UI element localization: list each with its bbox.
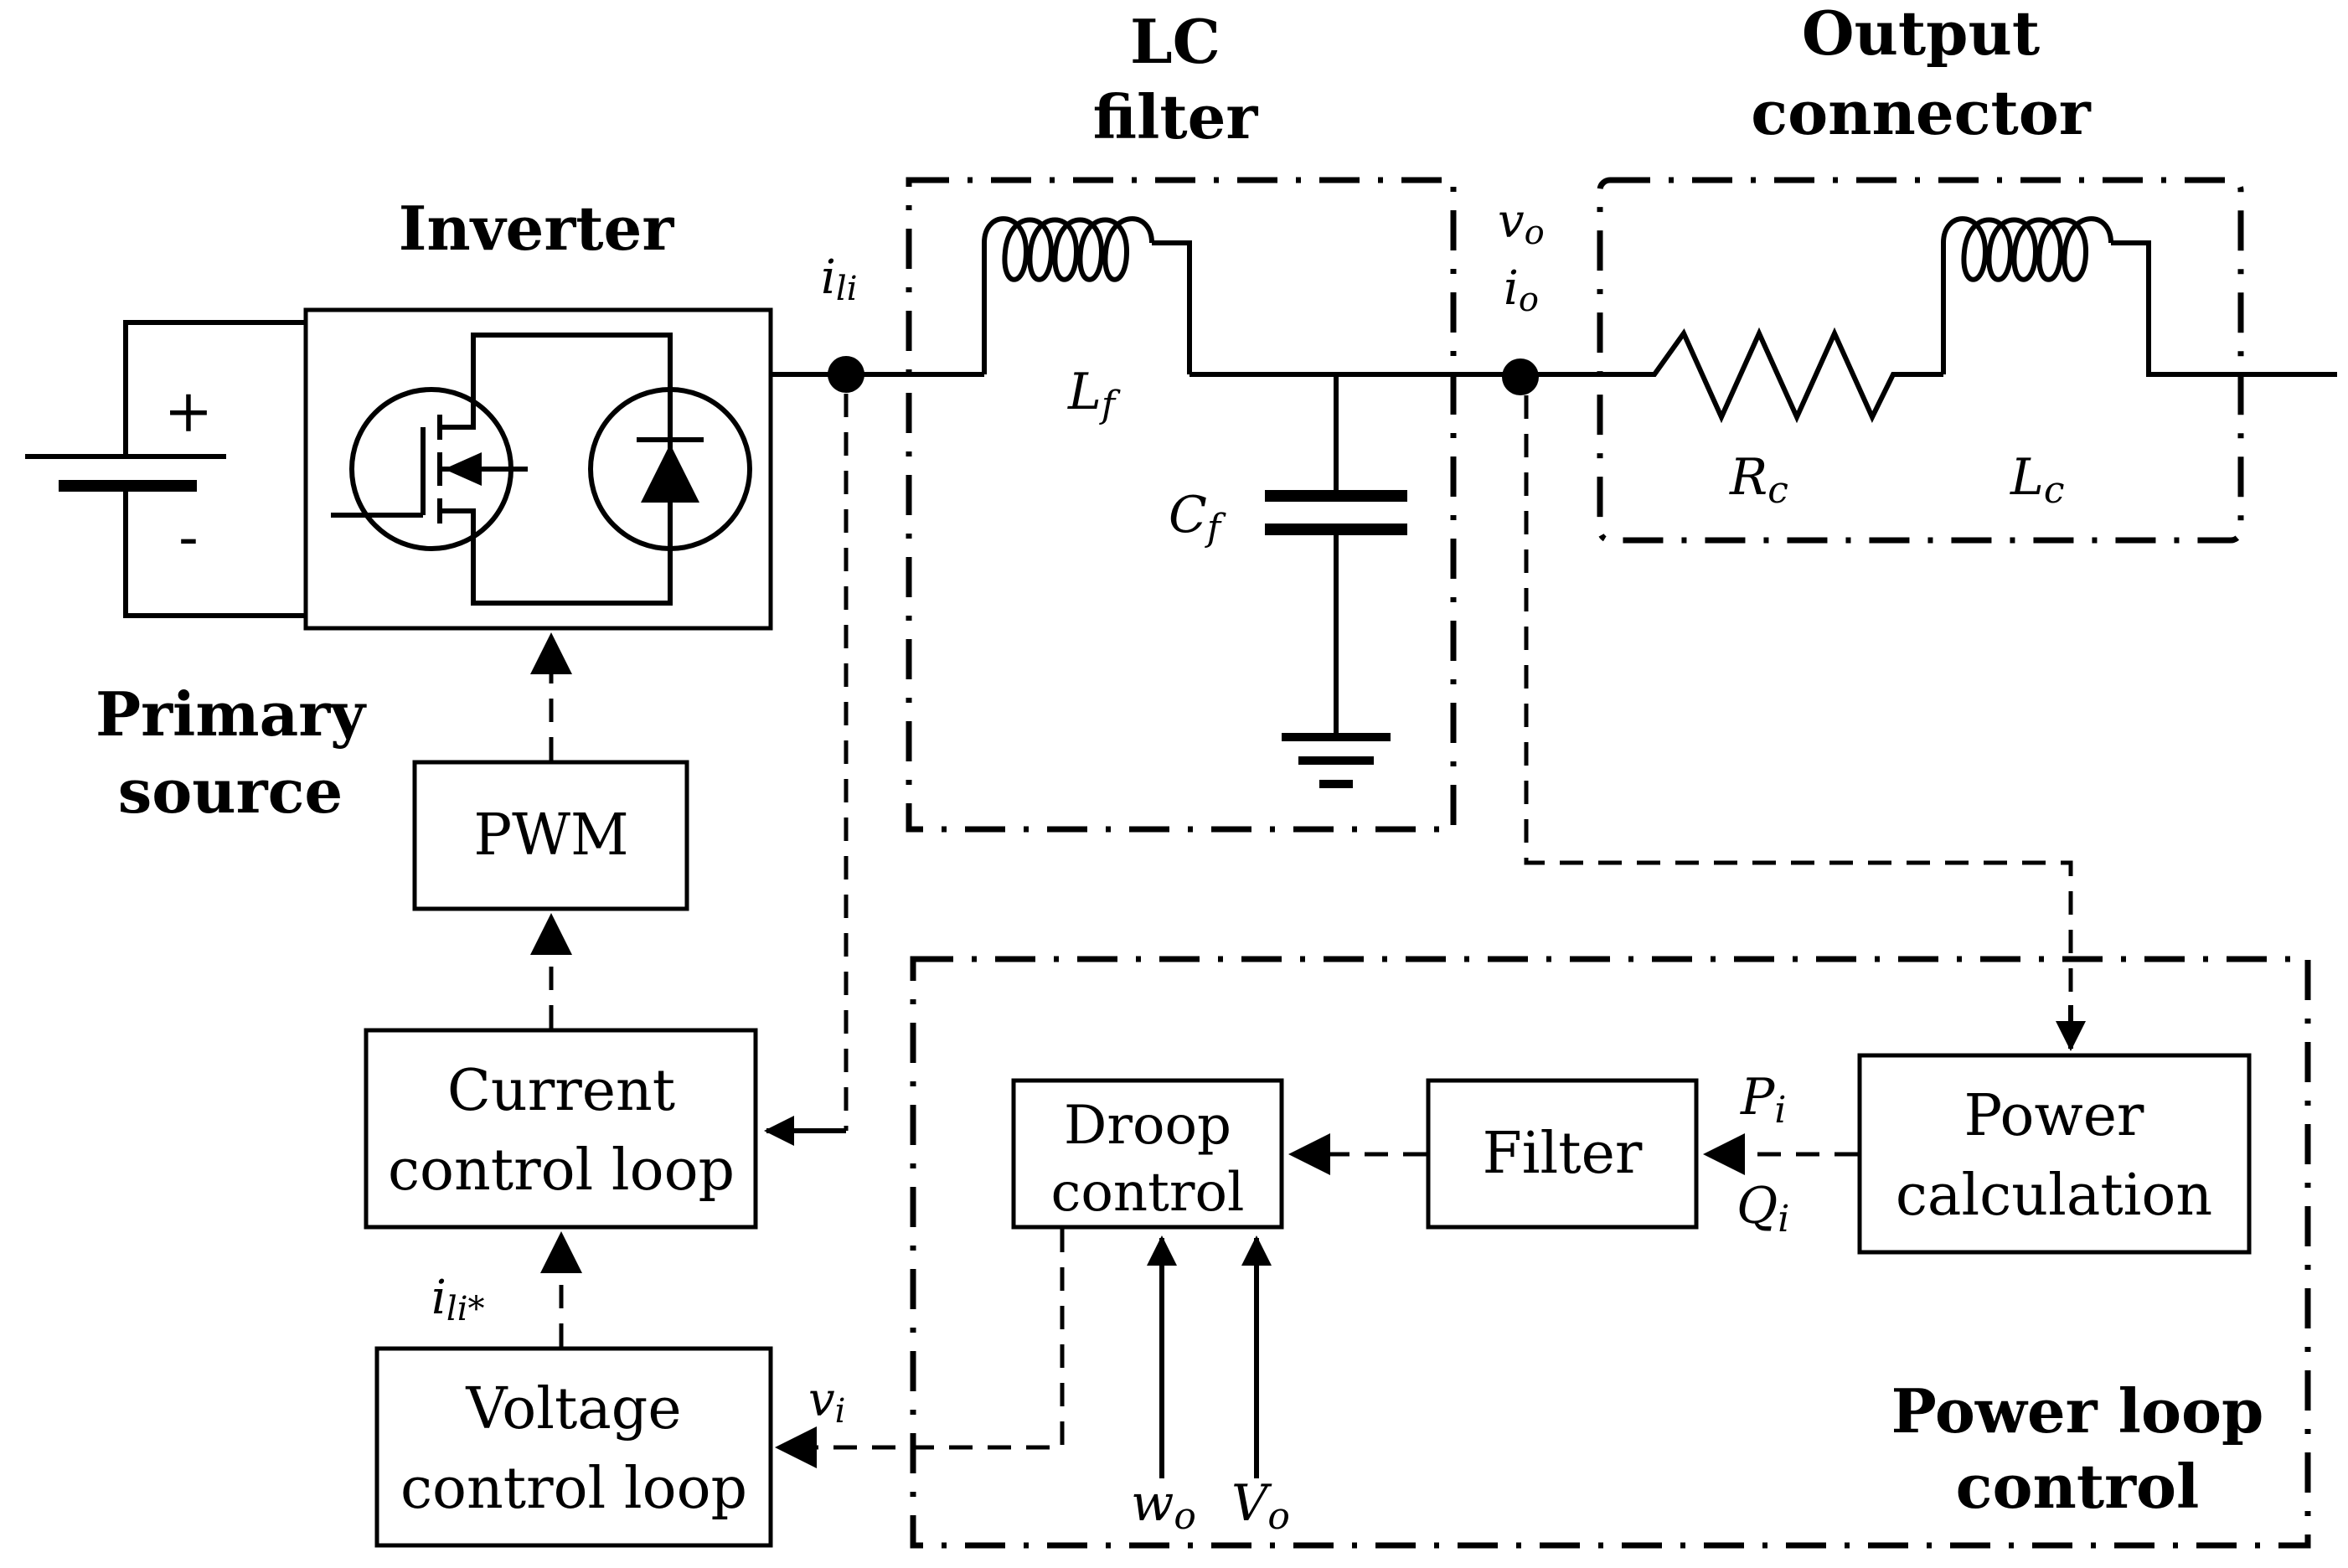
diode-icon: [588, 387, 752, 551]
inverter-box: [303, 307, 773, 631]
lc-filter-title: LC: [1130, 6, 1220, 77]
output-connector-title: Output: [1802, 0, 2040, 69]
voltage-loop-label: Voltage: [465, 1376, 681, 1442]
battery-icon: [25, 320, 306, 618]
voltage-loop-label-line2: control loop: [400, 1456, 747, 1522]
battery-minus: -: [178, 503, 199, 571]
output-connector-title-line2: connector: [1751, 77, 2091, 148]
io-label: io: [1504, 261, 1539, 319]
pwm-block: [412, 760, 689, 911]
lc-label: Lc: [2010, 448, 2065, 512]
lf-label: Lf: [1067, 363, 1121, 426]
power-loop-title-line2: control: [1956, 1451, 2200, 1522]
battery-plus: +: [164, 377, 214, 446]
i-li-ref-label: ili*: [431, 1271, 485, 1328]
vo-io-feedback-line: [1524, 395, 2073, 1005]
inverter-title: Inverter: [399, 193, 675, 264]
vi-label: vi: [808, 1373, 845, 1431]
cf-capacitor-icon: [1265, 374, 1407, 737]
lc-filter-title-line2: filter: [1093, 81, 1259, 152]
lf-inductor-icon: [982, 216, 1192, 374]
power-calc-label-line2: calculation: [1896, 1163, 2212, 1229]
rc-resistor-icon: [1600, 327, 1943, 424]
droop-label: Droop: [1064, 1095, 1231, 1157]
current-control-loop-block: [364, 1028, 758, 1230]
current-loop-label: Current: [447, 1058, 675, 1124]
power-calculation-block: [1857, 1053, 2252, 1255]
voltage-control-loop-block: [374, 1346, 773, 1548]
power-loop-title: Power loop: [1891, 1375, 2264, 1447]
primary-source-title-line2: source: [118, 756, 343, 827]
filter-block: [1426, 1078, 1699, 1230]
pwm-label: PWM: [473, 802, 628, 869]
lc-filter-boundary: [906, 177, 1457, 833]
vo-ref-label: Vo: [1231, 1474, 1290, 1538]
i-li-node: [828, 356, 864, 393]
vo-io-node: [1502, 358, 1539, 395]
rc-label: Rc: [1729, 448, 1788, 512]
ground-icon: [1282, 733, 1391, 788]
filter-label: Filter: [1483, 1121, 1643, 1187]
lc-inductor-icon: [1941, 216, 2337, 377]
qi-label: Qi: [1736, 1177, 1789, 1240]
pi-label: Pi: [1740, 1068, 1786, 1132]
wo-label: wo: [1131, 1474, 1196, 1538]
cf-label: Cf: [1169, 486, 1226, 549]
primary-source-title: Primary: [95, 678, 367, 750]
droop-label-line2: control: [1051, 1162, 1245, 1224]
power-calc-label: Power: [1964, 1083, 2144, 1149]
current-loop-label-line2: control loop: [388, 1137, 735, 1204]
droop-control-block: [1011, 1078, 1284, 1230]
droop-to-voltage-line: [787, 1229, 1065, 1450]
i-li-label: ili: [821, 250, 858, 308]
vo-label: vo: [1498, 194, 1545, 252]
